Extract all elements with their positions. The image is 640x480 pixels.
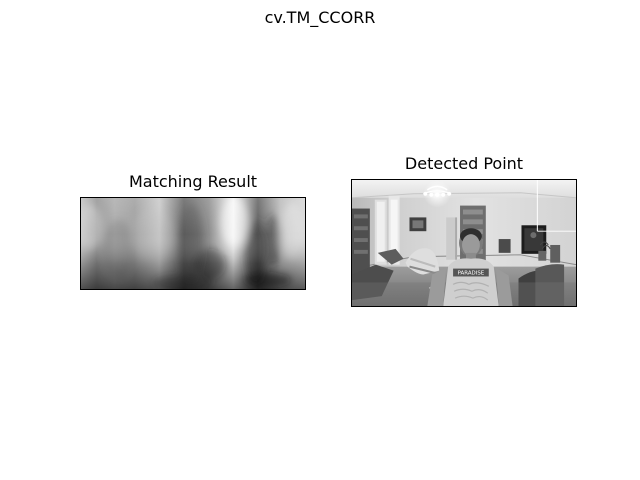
matching-result-heatmap [81,198,305,289]
matching-result-axes [80,197,306,290]
detected-point-axes: PARADISE [351,179,577,307]
chandelier-shape [423,185,452,197]
detection-rectangle [536,180,576,232]
matching-result-title: Matching Result [128,172,258,191]
shirt-print-text: PARADISE [458,271,485,277]
person-figure: PARADISE [427,228,513,306]
detected-point-image: PARADISE [352,180,576,306]
detected-point-title: Detected Point [404,154,524,173]
figure-suptitle: cv.TM_CCORR [264,8,376,27]
